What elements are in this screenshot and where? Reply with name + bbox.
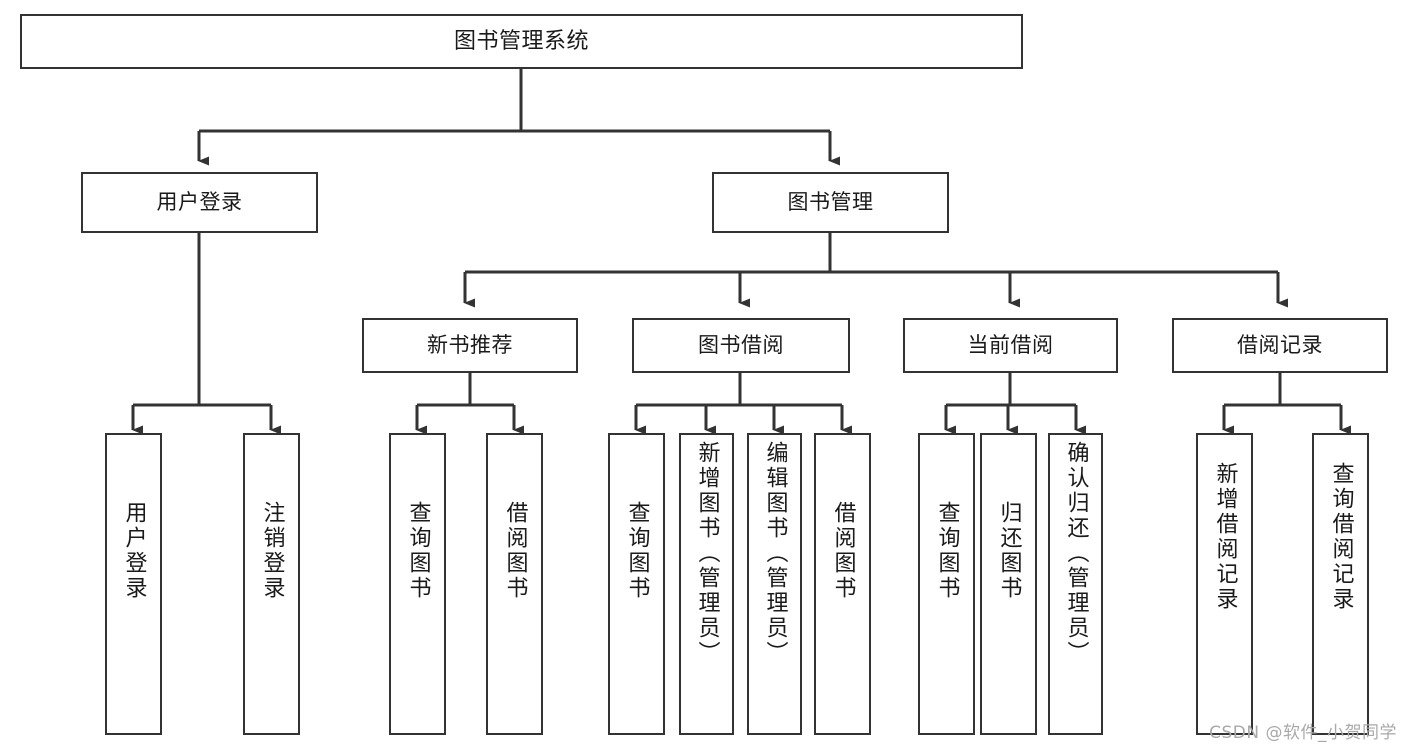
node-label: 新增图书（管理员） — [694, 441, 720, 666]
node-label: 图书管理系统 — [453, 28, 589, 54]
node-current-borrow[interactable]: 当前借阅 — [903, 318, 1118, 373]
leaf-query-book-recommend[interactable]: 查询图书 — [389, 433, 446, 735]
leaf-logout-login[interactable]: 注销登录 — [243, 433, 300, 735]
leaf-add-borrow-record[interactable]: 新增借阅记录 — [1196, 433, 1253, 735]
leaf-confirm-return-admin[interactable]: 确认归还（管理员） — [1048, 433, 1103, 735]
node-label: 查询图书 — [934, 501, 960, 601]
node-label: 借阅记录 — [1237, 333, 1323, 358]
leaf-borrow-book-borrow[interactable]: 借阅图书 — [814, 433, 871, 735]
node-user-login[interactable]: 用户登录 — [81, 172, 318, 233]
node-label: 查询图书 — [405, 501, 431, 601]
csdn-watermark: CSDN @软件_小贺同学 — [1209, 723, 1397, 743]
node-label: 查询借阅记录 — [1328, 462, 1354, 612]
leaf-add-book-admin[interactable]: 新增图书（管理员） — [679, 433, 734, 735]
node-label: 注销登录 — [259, 501, 285, 601]
node-label: 借阅图书 — [830, 501, 856, 601]
leaf-return-book[interactable]: 归还图书 — [980, 433, 1037, 735]
node-label: 归还图书 — [996, 501, 1022, 601]
node-label: 借阅图书 — [502, 501, 528, 601]
leaf-edit-book-admin[interactable]: 编辑图书（管理员） — [747, 433, 802, 735]
node-label: 新增借阅记录 — [1212, 462, 1238, 612]
node-label: 用户登录 — [121, 501, 147, 601]
node-borrow-record[interactable]: 借阅记录 — [1172, 318, 1388, 373]
leaf-query-book-current[interactable]: 查询图书 — [918, 433, 975, 735]
leaf-query-borrow-record[interactable]: 查询借阅记录 — [1312, 433, 1369, 735]
node-new-book-recommend[interactable]: 新书推荐 — [362, 318, 578, 373]
node-label: 查询图书 — [624, 501, 650, 601]
node-label: 编辑图书（管理员） — [762, 441, 788, 666]
node-label: 当前借阅 — [967, 333, 1054, 358]
leaf-user-login[interactable]: 用户登录 — [105, 433, 162, 735]
node-label: 用户登录 — [156, 190, 243, 215]
node-root-system[interactable]: 图书管理系统 — [20, 14, 1023, 69]
leaf-query-book-borrow[interactable]: 查询图书 — [608, 433, 665, 735]
leaf-borrow-book-recommend[interactable]: 借阅图书 — [486, 433, 543, 735]
node-label: 确认归还（管理员） — [1063, 441, 1089, 666]
node-label: 新书推荐 — [427, 333, 513, 358]
node-book-borrow[interactable]: 图书借阅 — [632, 318, 850, 373]
node-book-management[interactable]: 图书管理 — [712, 172, 949, 233]
node-label: 图书管理 — [787, 190, 874, 215]
node-label: 图书借阅 — [698, 333, 784, 358]
